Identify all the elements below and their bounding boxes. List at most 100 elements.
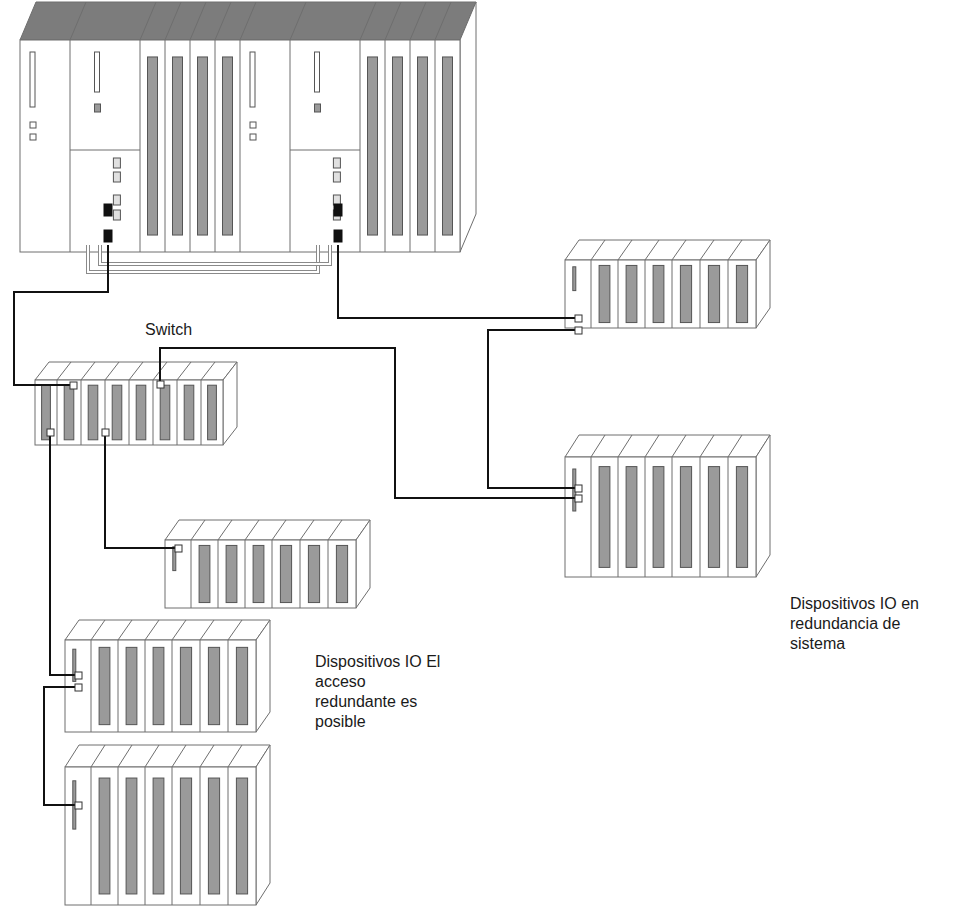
module-edge — [385, 2, 401, 40]
module-edge — [618, 260, 619, 328]
module-edge — [228, 745, 242, 767]
led — [30, 134, 36, 140]
module-edge — [118, 745, 132, 767]
module-bar — [180, 778, 191, 894]
switch-label: Switch — [145, 320, 225, 340]
status-slot — [315, 52, 320, 92]
module-bar — [599, 467, 610, 568]
module-bar — [680, 265, 691, 322]
module-bar — [64, 385, 74, 440]
module-edge — [191, 540, 192, 608]
io-device-rack-side — [756, 435, 770, 577]
module-edge — [70, 40, 71, 252]
module-edge — [118, 767, 119, 905]
module-edge — [145, 745, 159, 767]
module-bar — [184, 385, 194, 440]
module-bar — [236, 647, 247, 724]
module-edge — [172, 767, 173, 905]
module-edge — [201, 380, 202, 445]
led — [30, 122, 36, 128]
module-edge — [145, 620, 159, 640]
status-slot — [95, 52, 100, 92]
module-edge — [435, 2, 451, 40]
module-edge — [728, 240, 742, 260]
port — [102, 429, 109, 436]
module-edge — [91, 620, 105, 640]
module-edge — [200, 767, 201, 905]
io-device-rack-top — [165, 520, 370, 540]
module-edge — [728, 435, 742, 457]
port — [47, 429, 54, 436]
module-bar — [236, 778, 247, 894]
module-edge — [228, 767, 229, 905]
port — [575, 495, 582, 502]
io-device-rack-top — [565, 435, 770, 457]
port — [70, 382, 77, 389]
module-bar — [308, 545, 319, 602]
module-edge — [218, 520, 232, 540]
module-edge — [118, 640, 119, 732]
module-edge — [645, 240, 659, 260]
module-edge — [118, 620, 132, 640]
io-device-rack-side — [256, 745, 270, 905]
module-bar — [208, 385, 217, 440]
module-edge — [140, 2, 156, 40]
switch-rack-side — [223, 362, 237, 445]
status-slot — [573, 267, 576, 291]
module-edge — [272, 540, 273, 608]
module-edge — [700, 260, 701, 328]
network-cable — [338, 245, 578, 318]
port — [575, 327, 582, 334]
module-bar — [199, 545, 210, 602]
port — [75, 684, 82, 691]
io-device-rack-top — [65, 745, 270, 767]
module-edge — [700, 457, 701, 577]
module-edge — [591, 260, 592, 328]
module-edge — [201, 362, 215, 380]
module-edge — [618, 435, 632, 457]
module-bar — [736, 265, 747, 322]
led — [95, 104, 101, 112]
module-bar — [653, 265, 664, 322]
module-bar — [198, 57, 208, 235]
module-edge — [215, 2, 231, 40]
module-bar — [153, 778, 164, 894]
sync-cable-outer — [88, 245, 318, 272]
module-edge — [672, 435, 686, 457]
network-cable — [14, 245, 108, 385]
module-bar — [418, 57, 428, 235]
module-edge — [672, 240, 686, 260]
module-bar — [208, 778, 219, 894]
module-edge — [172, 640, 173, 732]
module-bar — [626, 467, 637, 568]
io-device-rack-top — [565, 240, 770, 260]
module-edge — [385, 40, 386, 252]
module-bar — [253, 545, 264, 602]
module-edge — [57, 362, 71, 380]
module-edge — [672, 260, 673, 328]
module-edge — [290, 2, 306, 40]
port — [157, 381, 164, 388]
module-edge — [410, 40, 411, 252]
module-bar — [160, 385, 170, 440]
module-edge — [165, 40, 166, 252]
led — [315, 104, 321, 112]
io-device-rack-front — [165, 540, 356, 608]
module-bar — [99, 647, 110, 724]
module-edge — [129, 362, 143, 380]
network-cable — [44, 687, 78, 805]
module-bar — [280, 545, 291, 602]
module-edge — [591, 457, 592, 577]
module-edge — [240, 40, 241, 252]
module-edge — [328, 540, 329, 608]
module-edge — [91, 640, 92, 732]
module-edge — [177, 362, 191, 380]
io-device-rack-front — [65, 640, 256, 732]
module-bar — [136, 385, 146, 440]
module-edge — [300, 520, 314, 540]
module-edge — [218, 540, 219, 608]
module-edge — [290, 40, 291, 252]
module-edge — [177, 380, 178, 445]
group-note: Dispositivos IO en redundancia de sistem… — [790, 594, 940, 654]
